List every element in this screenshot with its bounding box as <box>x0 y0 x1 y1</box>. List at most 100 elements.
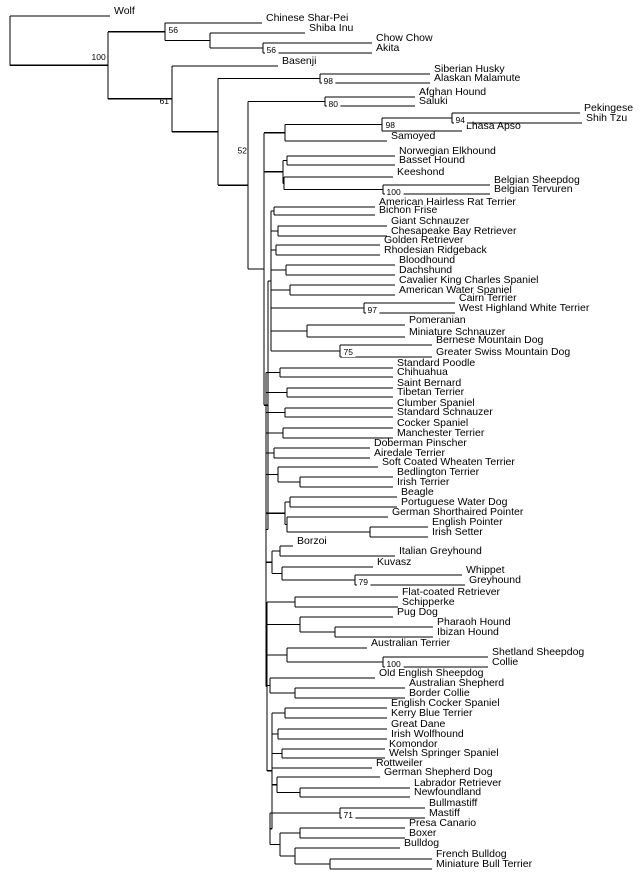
leaf-label-frenchie: French Bulldog <box>436 848 507 860</box>
leaf-label-shihtzu: Shih Tzu <box>586 112 627 124</box>
leaf-label-bulldog: Bulldog <box>404 837 439 849</box>
leaf-label-cavalier: Cavalier King Charles Spaniel <box>399 274 539 286</box>
bootstrap-value-n56-asian: 56 <box>169 25 179 35</box>
bootstrap-label-background <box>385 659 404 669</box>
leaf-label-beagle: Beagle <box>401 486 434 498</box>
bootstrap-label-background <box>357 577 371 587</box>
leaf-label-ahrt: American Hairless Rat Terrier <box>379 196 516 208</box>
leaf-label-ibizan: Ibizan Hound <box>437 626 499 638</box>
leaf-label-komondor: Komondor <box>389 738 438 750</box>
leaf-label-stbernard: Saint Bernard <box>397 377 461 389</box>
leaf-label-bullmastiff: Bullmastiff <box>429 797 477 809</box>
bootstrap-value-n75-mountain: 75 <box>344 347 354 357</box>
leaf-label-bedlington: Bedlington Terrier <box>397 466 480 478</box>
leaf-label-italiangrey: Italian Greyhound <box>399 545 482 557</box>
bootstrap-label-background <box>322 76 336 86</box>
leaf-label-mschnauzer: Miniature Schnauzer <box>409 326 506 338</box>
bootstrap-label-background <box>265 45 279 55</box>
bootstrap-value-n79-whippet: 79 <box>359 577 369 587</box>
leaf-label-cairn: Cairn Terrier <box>459 292 517 304</box>
leaf-label-minibull: Miniature Bull Terrier <box>436 858 533 870</box>
leaf-label-austerrier: Australian Terrier <box>371 637 451 649</box>
leaf-label-awspaniel: American Water Spaniel <box>399 284 512 296</box>
leaf-label-dane: Great Dane <box>391 718 445 730</box>
leaf-label-pharaoh: Pharaoh Hound <box>437 616 511 628</box>
leaf-label-wheaten: Soft Coated Wheaten Terrier <box>382 456 515 468</box>
leaf-label-presa: Presa Canario <box>409 817 476 829</box>
leaf-label-aussie: Australian Shepherd <box>409 677 504 689</box>
leaf-label-pug: Pug Dog <box>397 606 438 618</box>
leaf-label-westie: West Highland White Terrier <box>459 302 590 314</box>
leaf-label-pomeranian: Pomeranian <box>409 314 466 326</box>
leaf-label-collie: Collie <box>492 656 518 668</box>
bootstrap-label-background <box>167 25 181 35</box>
leaf-label-sheltie: Shetland Sheepdog <box>492 646 584 658</box>
leaf-label-whippet: Whippet <box>466 564 505 576</box>
leaf-label-elkhound: Norwegian Elkhound <box>399 145 496 157</box>
leaf-label-airedale: Airedale Terrier <box>374 447 446 459</box>
leaf-label-bichon: Bichon Frise <box>379 204 438 216</box>
leaf-label-samoyed: Samoyed <box>391 130 436 142</box>
leaf-label-pekingese: Pekingese <box>584 102 633 114</box>
bootstrap-value-n94-peke: 94 <box>456 115 466 125</box>
leaf-label-shiba: Shiba Inu <box>309 22 354 34</box>
leaf-label-border: Border Collie <box>409 687 470 699</box>
leaf-label-golden: Golden Retriever <box>384 234 464 246</box>
bootstrap-label-background <box>385 187 404 197</box>
bootstrap-label-background <box>342 810 356 820</box>
leaf-label-schipperke: Schipperke <box>402 596 455 608</box>
leaf-label-gschnauzer: Giant Schnauzer <box>391 215 470 227</box>
leaf-label-boxer: Boxer <box>409 827 437 839</box>
leaf-label-ecocker: English Cocker Spaniel <box>391 697 500 709</box>
leaf-label-bsheep: Belgian Sheepdog <box>494 174 580 186</box>
leaf-label-epointer: English Pointer <box>432 516 503 528</box>
leaf-label-manchester: Manchester Terrier <box>397 427 485 439</box>
leaf-label-dachshund: Dachshund <box>399 264 452 276</box>
bootstrap-value-n52: 52 <box>238 146 248 156</box>
bootstrap-value-n97-terrier: 97 <box>368 305 378 315</box>
bootstrap-value-n80-sighthound: 80 <box>329 99 339 109</box>
leaf-label-chow: Chow Chow <box>376 32 433 44</box>
leaf-label-shar-pei: Chinese Shar-Pei <box>266 12 348 24</box>
leaf-label-husky: Siberian Husky <box>434 63 505 75</box>
bootstrap-label-background <box>342 347 356 357</box>
leaf-label-labrador: Labrador Retriever <box>414 777 502 789</box>
leaf-label-borzoi: Borzoi <box>297 535 327 547</box>
leaf-label-flatcoat: Flat-coated Retriever <box>402 586 501 598</box>
leaf-label-saluki: Saluki <box>419 95 448 107</box>
leaf-label-irishterrier: Irish Terrier <box>397 476 450 488</box>
bootstrap-value-n98-arctic: 98 <box>324 76 334 86</box>
bootstrap-value-n98-lhasa: 98 <box>386 120 396 130</box>
leaf-label-cocker: Cocker Spaniel <box>397 417 468 429</box>
leaf-label-malamute: Alaskan Malamute <box>434 72 521 84</box>
bootstrap-label-background <box>327 99 341 109</box>
leaf-label-greyhound: Greyhound <box>469 574 521 586</box>
leaf-label-wolfhound: Irish Wolfhound <box>391 728 464 740</box>
leaf-label-spoodle: Standard Poodle <box>397 357 475 369</box>
bootstrap-label-background <box>366 305 380 315</box>
bootstrap-label-background <box>384 120 398 130</box>
bootstrap-value-n100-belgian: 100 <box>387 187 401 197</box>
leaf-label-chesapeake: Chesapeake Bay Retriever <box>391 225 517 237</box>
bootstrap-value-n61: 61 <box>160 96 170 106</box>
leaf-label-newfoundland: Newfoundland <box>414 786 481 798</box>
leaf-label-rhodesian: Rhodesian Ridgeback <box>384 244 487 256</box>
leaf-label-rottweiler: Rottweiler <box>376 757 423 769</box>
leaf-label-clumber: Clumber Spaniel <box>397 397 475 409</box>
leaf-label-afghan: Afghan Hound <box>419 86 486 98</box>
leaf-label-welsh: Welsh Springer Spaniel <box>389 747 499 759</box>
leaf-label-sschnauzer: Standard Schnauzer <box>397 406 493 418</box>
bootstrap-value-n100-collie: 100 <box>387 659 401 669</box>
leaf-label-doberman: Doberman Pinscher <box>374 437 467 449</box>
leaf-label-kuvasz: Kuvasz <box>377 556 411 568</box>
tree-branches <box>9 15 582 870</box>
leaf-label-portuguese: Portuguese Water Dog <box>401 496 508 508</box>
leaf-label-gsmd: Greater Swiss Mountain Dog <box>436 346 570 358</box>
bootstrap-value-n56-chow: 56 <box>267 45 277 55</box>
leaf-label-btervuren: Belgian Tervuren <box>494 183 573 195</box>
leaf-label-chihuahua: Chihuahua <box>397 366 448 378</box>
leaf-label-bernese: Bernese Mountain Dog <box>436 334 544 346</box>
